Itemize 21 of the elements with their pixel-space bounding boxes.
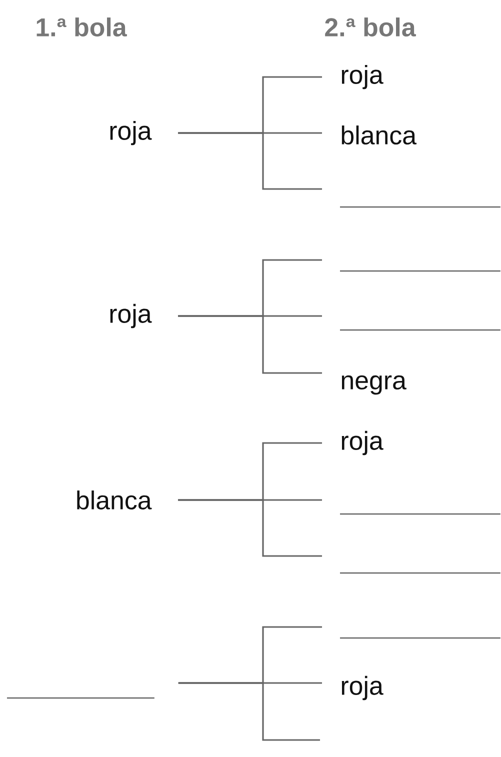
fill-in-line (340, 513, 500, 515)
ball-label: roja (110, 304, 152, 328)
fill-in-line (340, 329, 500, 331)
ball-label: roja (342, 64, 384, 90)
branch-line (178, 499, 322, 557)
branch-line (178, 682, 320, 741)
branch-line (178, 315, 322, 374)
fill-in-line (340, 206, 500, 208)
fill-in-line (340, 637, 500, 639)
column-heading: 1.ª bola (36, 18, 127, 37)
ball-label: blanca (342, 126, 416, 145)
fill-in-line (340, 572, 500, 574)
ball-label: negra (342, 375, 406, 395)
ball-label: blanca (77, 490, 152, 510)
fill-in-line (340, 270, 500, 272)
ball-label: roja (110, 120, 152, 146)
branch-line (178, 132, 322, 190)
ball-label: roja (342, 430, 384, 456)
ball-label: roja (342, 676, 384, 700)
fill-in-line (7, 697, 154, 699)
column-heading: 2.ª bola (325, 18, 416, 37)
